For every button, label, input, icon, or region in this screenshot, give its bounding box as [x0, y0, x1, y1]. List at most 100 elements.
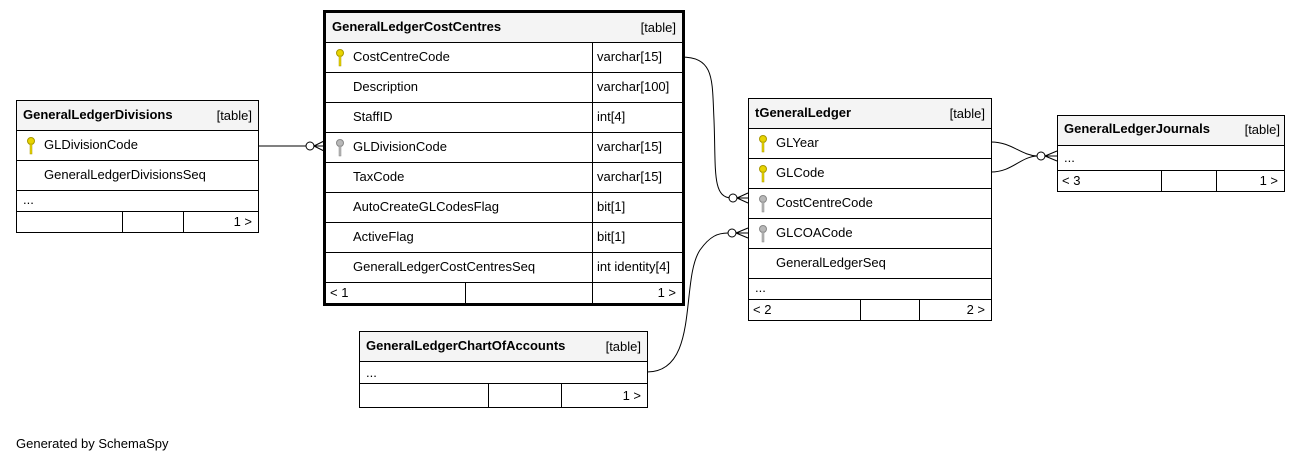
- column-row[interactable]: ActiveFlag bit[1]: [326, 223, 682, 253]
- children-count: 2 >: [966, 302, 985, 317]
- column-row[interactable]: Description varchar[100]: [326, 73, 682, 103]
- more-columns: ...: [17, 191, 258, 212]
- edge-costcentres-ledger: [680, 56, 732, 199]
- parents-count: < 3: [1062, 173, 1081, 188]
- ellipsis: ...: [755, 280, 766, 295]
- table-name: GeneralLedgerDivisions: [23, 107, 173, 122]
- children-count: 1 >: [233, 214, 252, 229]
- edge-crowfoot: [735, 227, 749, 239]
- parents-count: < 1: [330, 285, 349, 300]
- column-row[interactable]: TaxCode varchar[15]: [326, 163, 682, 193]
- table-name: tGeneralLedger: [755, 105, 852, 120]
- more-columns: ...: [360, 362, 647, 384]
- column-type: bit[1]: [592, 223, 625, 252]
- column-row[interactable]: StaffID int[4]: [326, 103, 682, 133]
- table-footer: 1 >: [360, 384, 647, 407]
- ellipsis: ...: [1064, 150, 1075, 165]
- column-type: int[4]: [592, 103, 625, 132]
- table-general-ledger-chart-of-accounts[interactable]: GeneralLedgerChartOfAccounts [table] ...…: [359, 331, 648, 408]
- table-tag: [table]: [1244, 122, 1280, 137]
- table-name: GeneralLedgerChartOfAccounts: [366, 338, 566, 353]
- column-name: GeneralLedgerDivisionsSeq: [44, 167, 206, 182]
- column-row[interactable]: CostCentreCode varchar[15]: [326, 43, 682, 73]
- column-name: GLCode: [776, 165, 825, 180]
- column-name: StaffID: [353, 109, 393, 124]
- column-row[interactable]: GeneralLedgerDivisionsSeq: [17, 161, 258, 191]
- edge-optional-marker: [727, 228, 737, 238]
- primary-key-icon: [27, 137, 35, 155]
- table-general-ledger-journals[interactable]: GeneralLedgerJournals [table] ... < 3 1 …: [1057, 115, 1285, 192]
- column-row[interactable]: AutoCreateGLCodesFlag bit[1]: [326, 193, 682, 223]
- column-name: CostCentreCode: [776, 195, 873, 210]
- edge-ledger-journals-1: [990, 141, 1038, 157]
- column-name: GLDivisionCode: [353, 139, 447, 154]
- column-row[interactable]: GLCOACode: [749, 219, 991, 249]
- column-name: TaxCode: [353, 169, 405, 184]
- table-tag: [table]: [640, 20, 676, 35]
- edge-crowfoot: [736, 192, 749, 204]
- table-header: GeneralLedgerJournals [table]: [1058, 116, 1284, 146]
- column-type: varchar[100]: [592, 73, 669, 102]
- column-row[interactable]: GeneralLedgerSeq: [749, 249, 991, 279]
- ellipsis: ...: [366, 365, 377, 380]
- column-name: GLYear: [776, 135, 819, 150]
- column-type: int identity[4]: [592, 253, 670, 282]
- parents-count: < 2: [753, 302, 772, 317]
- column-name: GeneralLedgerCostCentresSeq: [353, 259, 536, 274]
- column-type: varchar[15]: [592, 43, 662, 72]
- table-general-ledger-cost-centres[interactable]: GeneralLedgerCostCentres [table] CostCen…: [323, 10, 685, 306]
- table-tag: [table]: [605, 339, 641, 354]
- table-header: GeneralLedgerCostCentres [table]: [326, 13, 682, 43]
- table-footer: < 1 1 >: [326, 283, 682, 303]
- column-row[interactable]: GLDivisionCode varchar[15]: [326, 133, 682, 163]
- column-row[interactable]: CostCentreCode: [749, 189, 991, 219]
- column-name: AutoCreateGLCodesFlag: [353, 199, 499, 214]
- edge-crowfoot: [313, 140, 325, 152]
- table-tag: [table]: [216, 108, 252, 123]
- table-footer: < 3 1 >: [1058, 171, 1284, 191]
- primary-key-icon: [759, 165, 767, 183]
- table-footer: < 2 2 >: [749, 300, 991, 320]
- column-name: ActiveFlag: [353, 229, 414, 244]
- foreign-key-icon: [759, 225, 767, 243]
- foreign-key-icon: [336, 139, 344, 157]
- column-name: Description: [353, 79, 419, 94]
- table-header: GeneralLedgerChartOfAccounts [table]: [360, 332, 647, 362]
- generated-by-label: Generated by SchemaSpy: [16, 436, 169, 451]
- column-name: CostCentreCode: [353, 49, 450, 64]
- column-row[interactable]: GLYear: [749, 129, 991, 159]
- column-row[interactable]: GeneralLedgerCostCentresSeq int identity…: [326, 253, 682, 283]
- table-header: tGeneralLedger [table]: [749, 99, 991, 129]
- table-general-ledger-divisions[interactable]: GeneralLedgerDivisions [table] GLDivisio…: [16, 100, 259, 233]
- column-row[interactable]: GLDivisionCode: [17, 131, 258, 161]
- edge-optional-marker: [728, 193, 738, 203]
- table-tag: [table]: [949, 106, 985, 121]
- more-columns: ...: [1058, 146, 1284, 171]
- edge-optional-marker: [305, 141, 315, 151]
- table-t-general-ledger[interactable]: tGeneralLedger [table] GLYear GLCode Cos…: [748, 98, 992, 321]
- more-columns: ...: [749, 279, 991, 300]
- table-name: GeneralLedgerCostCentres: [332, 19, 502, 34]
- ellipsis: ...: [23, 192, 34, 207]
- column-type: varchar[15]: [592, 163, 662, 192]
- column-name: GLCOACode: [776, 225, 853, 240]
- table-footer: 1 >: [17, 212, 258, 232]
- edge-ledger-journals-2: [990, 155, 1038, 173]
- column-name: GLDivisionCode: [44, 137, 138, 152]
- column-type: bit[1]: [592, 193, 625, 222]
- column-type: varchar[15]: [592, 133, 662, 162]
- primary-key-icon: [336, 49, 344, 67]
- children-count: 1 >: [622, 388, 641, 403]
- table-name: GeneralLedgerJournals: [1064, 121, 1210, 136]
- edge-chartaccounts-ledger: [646, 232, 729, 373]
- children-count: 1 >: [1259, 173, 1278, 188]
- table-header: GeneralLedgerDivisions [table]: [17, 101, 258, 131]
- edge-crowfoot: [1044, 150, 1058, 162]
- foreign-key-icon: [759, 195, 767, 213]
- children-count: 1 >: [657, 285, 676, 300]
- column-name: GeneralLedgerSeq: [776, 255, 886, 270]
- column-row[interactable]: GLCode: [749, 159, 991, 189]
- edge-optional-marker: [1036, 151, 1046, 161]
- primary-key-icon: [759, 135, 767, 153]
